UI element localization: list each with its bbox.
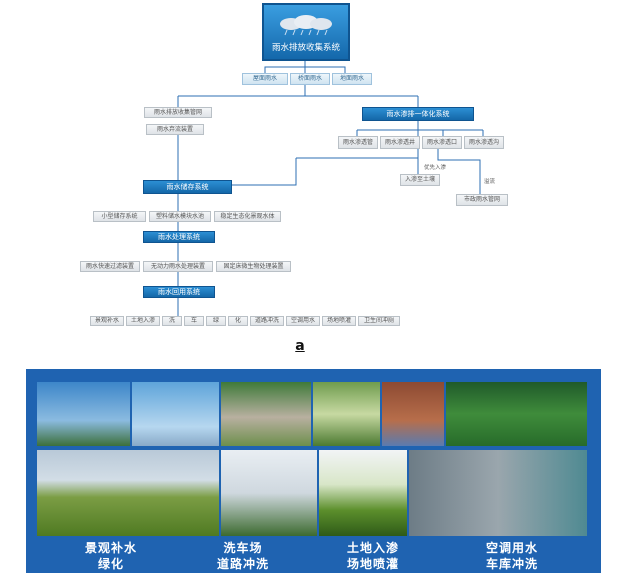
photo-grass-rain [221, 450, 317, 536]
caption-carwash-line2: 道路冲洗 [216, 557, 269, 571]
source-ground-rain: 地面雨水 [332, 73, 372, 85]
collection-pipe-network: 雨水排放收集管网 [144, 107, 212, 118]
reuse-irrigation: 场地喷灌 [322, 316, 356, 326]
photo-yard-spray [313, 382, 380, 446]
outlet-soil: 入渗至土壤 [400, 174, 440, 186]
caption-landscape-line1: 景观补水 [84, 541, 137, 555]
photo-cactus-rain [319, 450, 407, 536]
storage-small: 小型储存系统 [93, 211, 146, 222]
reuse-land-infiltration: 土地入渗 [126, 316, 160, 326]
photo-children-garden [221, 382, 311, 446]
reuse-ization: 化 [228, 316, 248, 326]
photo-crop-irrigation [446, 382, 587, 446]
figure-label: a [295, 338, 305, 354]
reuse-ac-water: 空调用水 [286, 316, 320, 326]
reuse-wash: 洗 [162, 316, 182, 326]
reuse-landscape: 景观补水 [90, 316, 124, 326]
caption-ac-water: 空调用水 车库冲洗 [472, 540, 552, 572]
infiltration-trench: 雨水渗透沟 [464, 136, 504, 149]
reuse-road-wash: 道路冲洗 [250, 316, 284, 326]
note-overflow: 溢流 [484, 179, 496, 185]
storage-eco-water: 稳定生态化景观水体 [214, 211, 281, 222]
storage-system: 雨水储存系统 [143, 180, 232, 194]
caption-carwash-line1: 洗车场 [223, 541, 263, 555]
rain-cloud-icon [280, 15, 332, 36]
source-bridge-rain: 桥面雨水 [290, 73, 330, 85]
infiltration-system: 雨水渗排一体化系统 [362, 107, 474, 121]
treatment-fast-filter: 雨水快速过滤装置 [80, 261, 140, 272]
treatment-system: 雨水处理系统 [143, 231, 215, 243]
caption-ac-water-line2: 车库冲洗 [485, 557, 538, 571]
photo-brick-wall-faucet [382, 382, 444, 446]
reuse-green: 绿 [206, 316, 226, 326]
infiltration-outlet: 雨水渗透口 [422, 136, 462, 149]
diagram-title-box: 雨水排放收集系统 [262, 3, 350, 61]
infiltration-pipe: 雨水渗透管 [338, 136, 378, 149]
caption-infiltration-line2: 场地喷灌 [346, 557, 399, 571]
storage-plastic-module: 塑料储水模块水池 [149, 211, 211, 222]
source-roof-rain: 屋面雨水 [242, 73, 288, 85]
outlet-municipal-network: 市政雨水管网 [456, 194, 508, 206]
caption-landscape-line2: 绿化 [97, 557, 124, 571]
photo-panel: 景观补水 绿化 洗车场 道路冲洗 土地入渗 场地喷灌 空调用水 车库冲洗 [26, 369, 601, 573]
photo-umbrella-girl [409, 450, 587, 536]
photo-meadow-children [37, 450, 219, 536]
caption-infiltration: 土地入渗 场地喷灌 [333, 540, 413, 572]
caption-ac-water-line1: 空调用水 [485, 541, 538, 555]
reuse-toilet-flush: 卫生间冲厕 [358, 316, 400, 326]
treatment-fixed-bed: 固定床微生物处理装置 [216, 261, 291, 272]
photo-sprinkler-rainbow [37, 382, 130, 446]
reuse-car: 车 [184, 316, 204, 326]
infiltration-well: 雨水渗透井 [380, 136, 420, 149]
caption-carwash: 洗车场 道路冲洗 [203, 540, 283, 572]
treatment-unpowered: 无动力雨水处理装置 [143, 261, 213, 272]
caption-infiltration-line1: 土地入渗 [346, 541, 399, 555]
photo-watering-can [132, 382, 219, 446]
flow-diagram: 雨水排放收集系统 屋面雨水 桥面雨水 地面雨水 雨水排放收集管网 雨水弃流装置 … [80, 3, 508, 326]
note-priority-infiltration: 优先入渗 [424, 165, 447, 171]
caption-landscape: 景观补水 绿化 [76, 540, 146, 572]
diagram-title: 雨水排放收集系统 [271, 43, 340, 53]
reuse-system: 雨水回用系统 [143, 286, 215, 298]
diverter-device: 雨水弃流装置 [146, 124, 204, 135]
